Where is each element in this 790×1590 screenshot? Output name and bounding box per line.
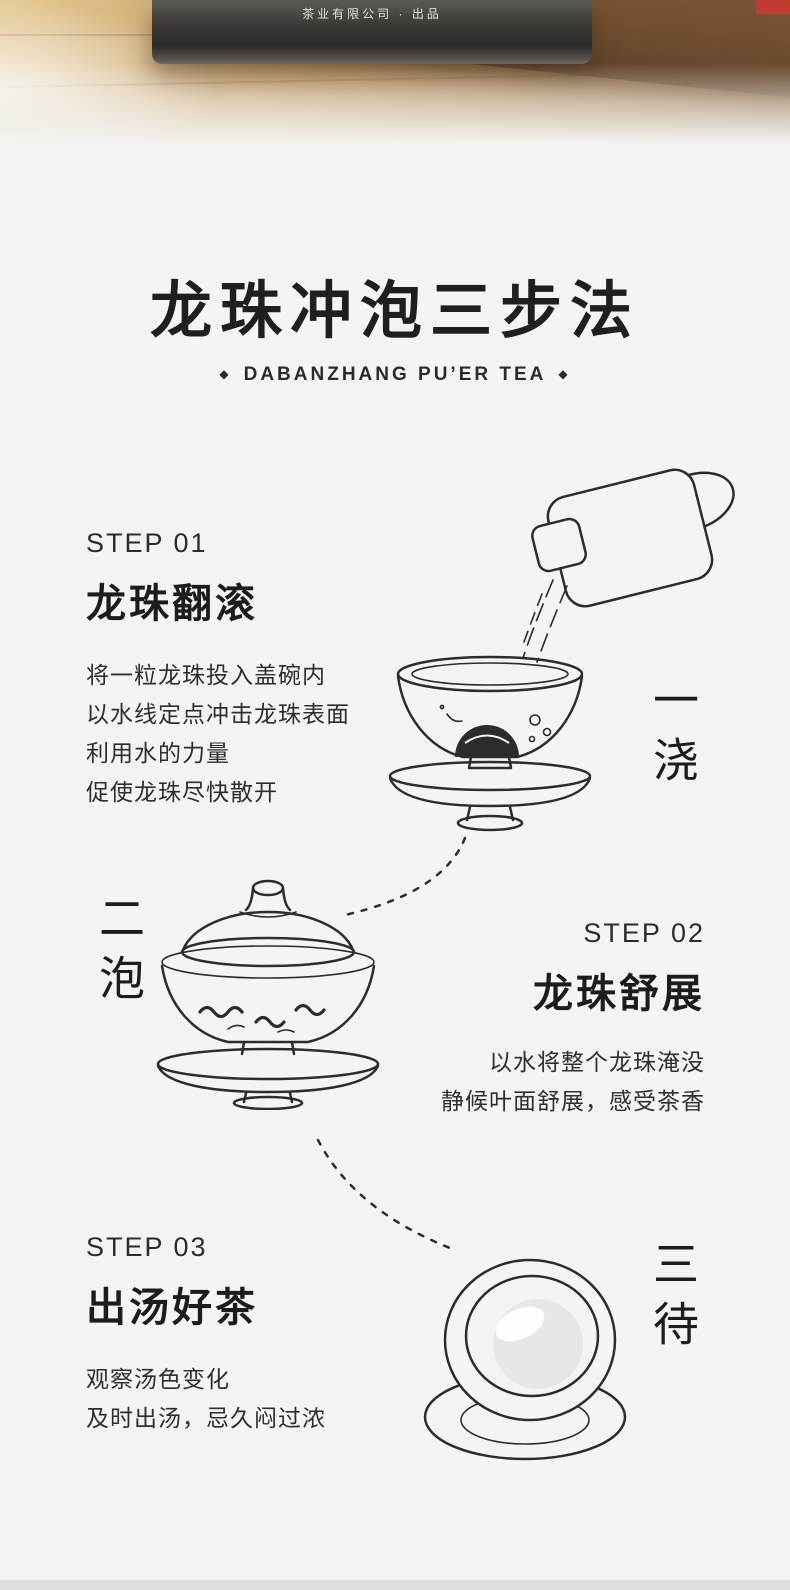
step-03-description: 观察汤色变化 及时出汤，忌久闷过浓	[86, 1360, 326, 1438]
step-01-line: 将一粒龙珠投入盖碗内	[86, 662, 326, 688]
step-03-line: 观察汤色变化	[86, 1366, 230, 1392]
tea-ball-highlight	[495, 1306, 545, 1342]
bubble	[528, 735, 536, 743]
dotted-connector-1	[330, 830, 480, 920]
lid-knob	[251, 879, 285, 897]
bowl-rim	[161, 945, 375, 979]
lid-rim	[180, 936, 356, 968]
lid-knob-side	[244, 886, 292, 912]
step-02-line: 以水将整个龙珠淹没	[489, 1049, 705, 1075]
step-02-section: STEP 02 龙珠舒展 以水将整个龙珠淹没 静候叶面舒展，感受茶香	[441, 918, 705, 1121]
step-03-label: STEP 03	[86, 1232, 208, 1262]
tea-leaf-mark	[254, 1015, 286, 1029]
lid-dome	[181, 910, 355, 952]
kettle-spout	[531, 517, 587, 573]
bubble	[542, 727, 552, 737]
saucer-rim	[388, 760, 592, 792]
dotted-connector-2	[300, 1132, 470, 1257]
saucer-body	[156, 1064, 380, 1094]
water-stream	[522, 579, 554, 659]
step-03-title: 出汤好茶	[86, 1286, 258, 1330]
step-01-description: 将一粒龙珠投入盖碗内 以水线定点冲击龙珠表面 利用水的力量 促使龙珠尽快散开	[86, 656, 350, 812]
step-02-label: STEP 02	[583, 918, 705, 948]
page-title: 龙珠冲泡三步法	[149, 277, 640, 346]
saucer-rim	[156, 1047, 380, 1081]
water-stream	[536, 585, 568, 663]
tea-ball	[455, 725, 519, 757]
gaiwan-top-illustration	[420, 1252, 645, 1467]
step-02-line: 静候叶面舒展，感受茶香	[441, 1088, 705, 1114]
bowl-opening	[464, 1274, 600, 1398]
lidded-gaiwan-illustration	[128, 872, 404, 1110]
step-03-line: 及时出汤，忌久闷过浓	[86, 1405, 326, 1431]
step-01-line: 利用水的力量	[86, 740, 230, 766]
saucer-base	[232, 1095, 304, 1110]
bowl-rim-inner	[411, 662, 569, 686]
step-01-label: STEP 01	[86, 528, 208, 558]
page-subtitle: ◆ DABANZHANG PU’ER TEA ◆	[0, 364, 790, 386]
vertical-label-step3: 三待	[647, 1240, 699, 1360]
diamond-icon: ◆	[219, 367, 232, 381]
step-01-title: 龙珠翻滚	[86, 582, 258, 626]
saucer-base	[456, 814, 524, 832]
step-01-line: 促使龙珠尽快散开	[86, 779, 278, 805]
tea-ball-seam	[464, 734, 510, 744]
diamond-icon: ◆	[558, 367, 571, 381]
kettle-pour-svg	[388, 468, 735, 832]
saucer-body	[388, 776, 592, 808]
glaze-mark	[446, 713, 463, 723]
corner-accent	[756, 0, 790, 14]
lidded-gaiwan-svg	[156, 879, 380, 1110]
tea-leaf-mark	[227, 1024, 295, 1033]
step-01-line: 以水线定点冲击龙珠表面	[86, 701, 350, 727]
glaze-dot	[439, 704, 445, 710]
vertical-label-step1: 一浇	[647, 676, 699, 796]
section-divider	[0, 1580, 790, 1590]
water-stream	[523, 593, 543, 643]
tea-leaf-mark	[198, 1005, 244, 1019]
photo-fade-overlay	[0, 0, 790, 150]
subtitle-text: DABANZHANG PU’ER TEA	[243, 364, 547, 385]
vertical-label-step2: 二泡	[93, 894, 145, 1014]
step-02-title: 龙珠舒展	[533, 972, 705, 1016]
step-03-section: STEP 03 出汤好茶 观察汤色变化 及时出汤，忌久闷过浓	[86, 1232, 326, 1438]
tea-leaf-mark	[294, 1003, 326, 1017]
bowl-foot	[240, 1040, 296, 1056]
step-02-description: 以水将整个龙珠淹没 静候叶面舒展，感受茶香	[441, 1043, 705, 1121]
step-01-section: STEP 01 龙珠翻滚 将一粒龙珠投入盖碗内 以水线定点冲击龙珠表面 利用水的…	[86, 528, 350, 812]
product-photo: 茶业有限公司 · 出品	[0, 0, 790, 150]
bubble	[529, 714, 541, 726]
kettle-pour-illustration	[385, 462, 735, 834]
gaiwan-top-svg	[423, 1258, 627, 1461]
bowl-rim	[396, 655, 584, 693]
bowl-side	[160, 964, 376, 1044]
